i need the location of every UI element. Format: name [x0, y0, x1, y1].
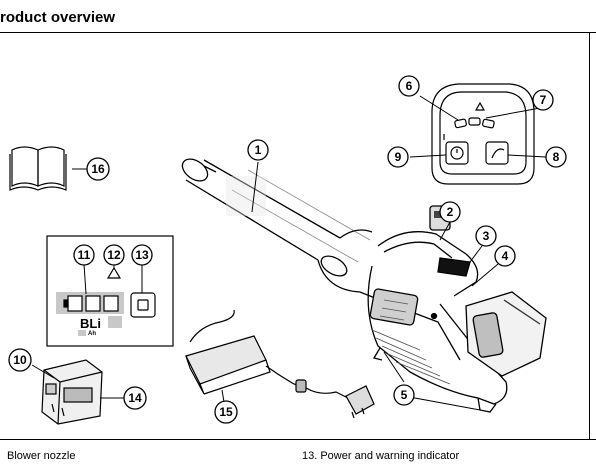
callout-3: 3 — [483, 229, 490, 243]
callout-9: 9 — [395, 150, 402, 164]
charger-drawing — [186, 310, 374, 418]
callout-7: 7 — [540, 93, 547, 107]
callout-1: 1 — [255, 143, 262, 157]
callout-6: 6 — [406, 79, 413, 93]
callout-2: 2 — [447, 205, 454, 219]
legend-item-power-warning: 13. Power and warning indicator — [302, 450, 459, 462]
callout-8: 8 — [553, 150, 560, 164]
bottom-divider — [0, 439, 596, 440]
blower-drawing — [178, 155, 546, 412]
callout-10: 10 — [13, 353, 27, 367]
callout-13: 13 — [135, 248, 149, 262]
callout-14: 14 — [128, 391, 142, 405]
battery-brand-label: BLi — [80, 316, 101, 331]
control-panel-inset — [432, 84, 534, 184]
legend-item-blower-nozzle: Blower nozzle — [7, 450, 75, 462]
manual-book-icon — [10, 147, 66, 190]
callout-12: 12 — [107, 248, 121, 262]
callout-11: 11 — [78, 248, 91, 262]
battery-unit-label: Ah — [88, 331, 96, 337]
callout-4: 4 — [502, 249, 509, 263]
callout-16: 16 — [91, 162, 105, 176]
callout-15: 15 — [219, 405, 233, 419]
callout-5: 5 — [401, 388, 408, 402]
battery-unit-drawing — [42, 360, 102, 424]
